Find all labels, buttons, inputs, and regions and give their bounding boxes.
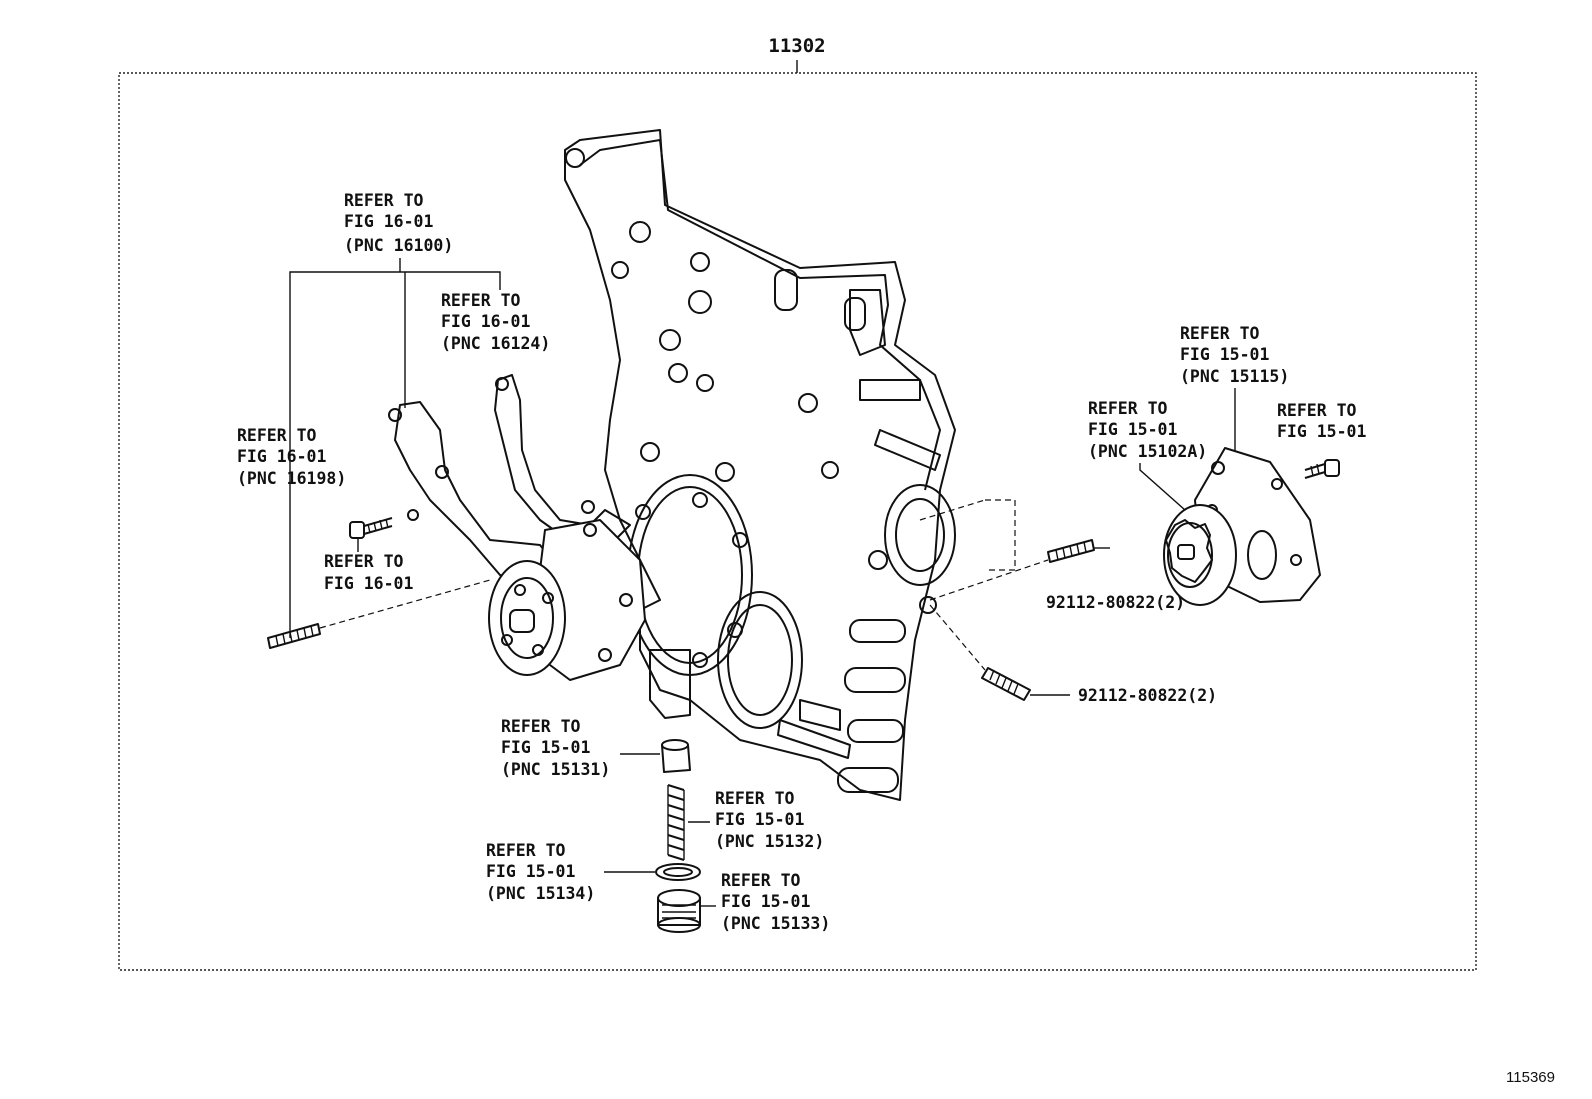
- callout-pnc16100[interactable]: REFER TO FIG 16-01 (PNC 16100): [344, 191, 453, 255]
- svg-text:FIG 16-01: FIG 16-01: [344, 212, 433, 231]
- svg-text:(PNC 15132): (PNC 15132): [715, 832, 824, 851]
- callout-pnc15131[interactable]: REFER TO FIG 15-01 (PNC 15131): [501, 717, 610, 779]
- svg-text:REFER TO: REFER TO: [237, 426, 317, 445]
- svg-text:(PNC 15102A): (PNC 15102A): [1088, 442, 1207, 461]
- svg-text:FIG 15-01: FIG 15-01: [486, 862, 575, 881]
- svg-text:FIG 16-01: FIG 16-01: [441, 312, 530, 331]
- svg-text:FIG 15-01: FIG 15-01: [1277, 422, 1366, 441]
- svg-text:FIG 16-01: FIG 16-01: [324, 574, 413, 593]
- relief-valve-plunger[interactable]: [661, 739, 691, 773]
- svg-text:REFER TO: REFER TO: [501, 717, 581, 736]
- svg-text:FIG 16-01: FIG 16-01: [237, 447, 326, 466]
- callout-pnc16198[interactable]: REFER TO FIG 16-01 (PNC 16198): [237, 426, 346, 488]
- assembly-frame: [118, 72, 1477, 971]
- svg-text:FIG 15-01: FIG 15-01: [501, 738, 590, 757]
- stud-left[interactable]: [267, 579, 491, 649]
- svg-text:92112-80822(2): 92112-80822(2): [1046, 593, 1185, 612]
- callout-pnc15132[interactable]: REFER TO FIG 15-01 (PNC 15132): [715, 789, 824, 851]
- svg-text:REFER TO: REFER TO: [486, 841, 566, 860]
- callout-bolt16[interactable]: REFER TO FIG 16-01: [324, 552, 413, 593]
- leader-pnc15102a: [1139, 463, 1186, 511]
- callout-stud-upper[interactable]: 92112-80822(2): [1046, 593, 1185, 612]
- relief-valve-gasket[interactable]: [655, 863, 701, 881]
- main-part-number[interactable]: 11302: [768, 35, 825, 57]
- oil-pump-bolt[interactable]: [1304, 459, 1340, 479]
- svg-text:REFER TO: REFER TO: [721, 871, 801, 890]
- oil-pump-rotor[interactable]: [1163, 504, 1237, 606]
- timing-cover[interactable]: [564, 129, 956, 801]
- gasket-16124[interactable]: [494, 374, 631, 546]
- callout-pnc16124[interactable]: REFER TO FIG 16-01 (PNC 16124): [441, 291, 550, 353]
- relief-valve-plug[interactable]: [657, 889, 701, 933]
- water-pump-bolt[interactable]: [349, 517, 393, 539]
- callout-pnc15134[interactable]: REFER TO FIG 15-01 (PNC 15134): [486, 841, 595, 903]
- callout-pnc15115[interactable]: REFER TO FIG 15-01 (PNC 15115): [1180, 324, 1289, 386]
- svg-text:REFER TO: REFER TO: [715, 789, 795, 808]
- water-pump[interactable]: [488, 519, 646, 681]
- svg-text:(PNC 16100): (PNC 16100): [344, 236, 453, 255]
- callout-stud-lower[interactable]: 92112-80822(2): [1078, 686, 1217, 705]
- svg-text:(PNC 15133): (PNC 15133): [721, 914, 830, 933]
- svg-text:REFER TO: REFER TO: [1088, 399, 1168, 418]
- svg-text:REFER TO: REFER TO: [324, 552, 404, 571]
- svg-text:FIG 15-01: FIG 15-01: [1088, 420, 1177, 439]
- svg-text:FIG 15-01: FIG 15-01: [715, 810, 804, 829]
- callout-pnc15102a[interactable]: REFER TO FIG 15-01 (PNC 15102A): [1088, 399, 1207, 461]
- svg-text:REFER TO: REFER TO: [344, 191, 424, 210]
- relief-valve-spring[interactable]: [667, 784, 685, 861]
- svg-text:FIG 15-01: FIG 15-01: [721, 892, 810, 911]
- svg-text:(PNC 15115): (PNC 15115): [1180, 367, 1289, 386]
- svg-text:REFER TO: REFER TO: [1277, 401, 1357, 420]
- stud-lower[interactable]: [929, 604, 1070, 701]
- svg-text:REFER TO: REFER TO: [441, 291, 521, 310]
- svg-text:(PNC 16124): (PNC 16124): [441, 334, 550, 353]
- svg-text:92112-80822(2): 92112-80822(2): [1078, 686, 1217, 705]
- svg-text:(PNC 15131): (PNC 15131): [501, 760, 610, 779]
- svg-text:FIG 15-01: FIG 15-01: [1180, 345, 1269, 364]
- leader-pnc16100: [289, 258, 501, 638]
- svg-text:(PNC 16198): (PNC 16198): [237, 469, 346, 488]
- svg-text:(PNC 15134): (PNC 15134): [486, 884, 595, 903]
- callout-bolt15[interactable]: REFER TO FIG 15-01: [1277, 401, 1366, 441]
- image-reference-number: 115369: [1506, 1069, 1555, 1086]
- svg-text:REFER TO: REFER TO: [1180, 324, 1260, 343]
- callout-pnc15133[interactable]: REFER TO FIG 15-01 (PNC 15133): [721, 871, 830, 933]
- stud-upper[interactable]: [919, 499, 1110, 601]
